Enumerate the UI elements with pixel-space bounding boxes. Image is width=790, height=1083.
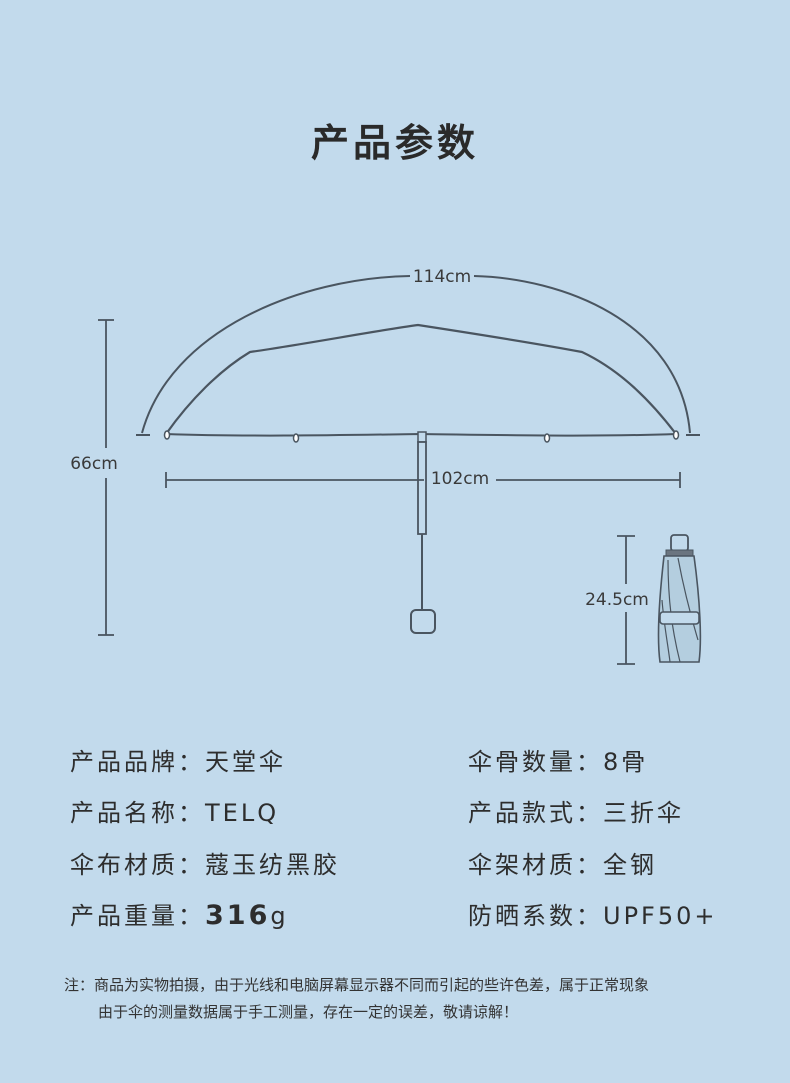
folded-length-label: 24.5cm (585, 590, 649, 610)
rib-tip-mid-left (292, 433, 300, 443)
folded-body (657, 555, 702, 663)
spec-fabric: 伞布材质：蔻玉纺黑胶 (70, 845, 340, 880)
spec-value: UPF50+ (603, 902, 718, 930)
spec-value: 8骨 (603, 748, 649, 776)
spec-label: 伞架材质： (468, 851, 603, 879)
spec-value: 三折伞 (603, 799, 684, 827)
disclaimer-note: 注：商品为实物拍摄，由于光线和电脑屏幕显示器不同而引起的些许色差，属于正常现象 … (64, 972, 754, 1026)
spec-label: 产品款式： (468, 799, 603, 827)
umbrella-canopy (165, 323, 677, 435)
rib-tip-right (672, 430, 680, 440)
spec-value: 天堂伞 (205, 748, 286, 776)
note-line-1: 注：商品为实物拍摄，由于光线和电脑屏幕显示器不同而引起的些许色差，属于正常现象 (64, 976, 650, 994)
spec-label: 伞骨数量： (468, 748, 603, 776)
folded-umbrella (657, 534, 702, 663)
umbrella-handle (410, 609, 436, 634)
spec-uv: 防晒系数：UPF50+ (468, 896, 718, 931)
page-title: 产品参数 (310, 121, 479, 165)
spec-value: TELQ (205, 799, 280, 827)
umbrella-diagram: 114cm 102cm 66cm 24.5cm (70, 267, 702, 665)
spec-value: 蔻玉纺黑胶 (205, 851, 340, 879)
spec-unit: g (270, 902, 289, 930)
spec-value: 全钢 (603, 851, 657, 879)
spec-ribs: 伞骨数量：8骨 (468, 742, 648, 777)
spec-label: 产品品牌： (70, 748, 205, 776)
open-width-label: 102cm (431, 469, 489, 489)
spec-frame: 伞架材质：全钢 (468, 845, 657, 880)
folded-handle (670, 534, 689, 552)
arc-span-label: 114cm (413, 267, 471, 287)
umbrella-top-notch (417, 431, 427, 443)
spec-label: 防晒系数： (468, 902, 603, 930)
height-label: 66cm (70, 454, 118, 474)
spec-label: 产品重量： (70, 902, 205, 930)
folded-strap (659, 611, 700, 625)
spec-label: 产品名称： (70, 799, 205, 827)
spec-table: 产品品牌：天堂伞 伞骨数量：8骨 产品名称：TELQ 产品款式：三折伞 伞布材质… (0, 730, 790, 950)
spec-style: 产品款式：三折伞 (468, 793, 684, 828)
spec-brand: 产品品牌：天堂伞 (70, 742, 286, 777)
rib-tip-left (163, 430, 171, 440)
note-line-2: 由于伞的测量数据属于手工测量，存在一定的误差，敬请谅解！ (98, 1003, 519, 1021)
umbrella-shaft (417, 441, 427, 535)
folded-collar (665, 549, 694, 557)
spec-label: 伞布材质： (70, 851, 205, 879)
spec-name: 产品名称：TELQ (70, 793, 279, 828)
folded-pleat-3 (661, 599, 671, 663)
arc-dimension-line (141, 275, 691, 434)
spec-value: 316 (205, 900, 271, 931)
folded-pleat-2 (677, 557, 699, 641)
spec-weight: 产品重量：316g (70, 896, 289, 931)
rib-tip-mid-right (543, 433, 551, 443)
